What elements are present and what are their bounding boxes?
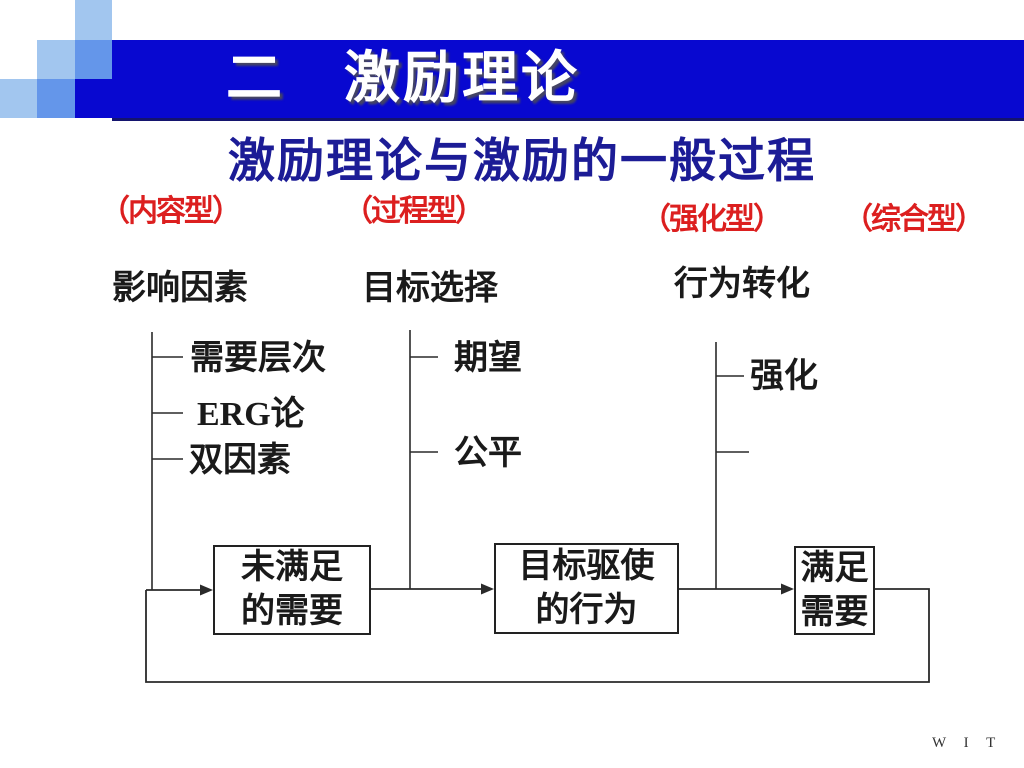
arrow-box1-to-box2 — [367, 583, 494, 595]
tree-reinforcement-bracket — [715, 342, 749, 589]
theory-needs-hierarchy: 需要层次 — [190, 340, 326, 377]
arrow-into-box1 — [146, 584, 213, 596]
tree-process-bracket — [409, 330, 438, 589]
stage-head-factors: 影响因素 — [112, 270, 248, 307]
deco-square-medium-bottom — [37, 79, 75, 118]
type-label-reinforcement: （强化型） — [641, 203, 783, 236]
theory-expectancy: 期望 — [454, 340, 522, 377]
deco-square-medium-mid — [75, 40, 112, 79]
footer-watermark: W I T — [932, 735, 1003, 751]
deco-square-dark-notch — [75, 79, 112, 118]
theory-equity: 公平 — [454, 435, 522, 472]
deco-square-light-bottom — [0, 79, 37, 118]
flow-box-satisfy-need: 满足 需要 — [794, 546, 875, 635]
theory-two-factor: 双因素 — [189, 442, 291, 479]
type-label-process: （过程型） — [343, 195, 485, 228]
flow-box-goal-behavior: 目标驱使 的行为 — [494, 543, 679, 634]
deco-square-light-top — [75, 0, 112, 40]
theory-erg: ERG论 — [197, 396, 305, 433]
header-banner: 二 激励理论 — [112, 40, 1024, 121]
arrow-box2-to-box3 — [675, 583, 794, 595]
flow-box-unmet-need: 未满足 的需要 — [213, 545, 371, 635]
type-label-content: （内容型） — [100, 195, 242, 228]
slide-title: 二 激励理论 — [226, 48, 580, 110]
tree-content-bracket — [151, 332, 183, 590]
deco-square-light-mid — [37, 40, 75, 79]
stage-head-behavior: 行为转化 — [674, 266, 810, 303]
type-label-comprehensive: （综合型） — [843, 203, 985, 236]
subtitle: 激励理论与激励的一般过程 — [228, 136, 816, 188]
stage-head-goal: 目标选择 — [362, 270, 498, 307]
theory-reinforcement: 强化 — [750, 358, 818, 395]
